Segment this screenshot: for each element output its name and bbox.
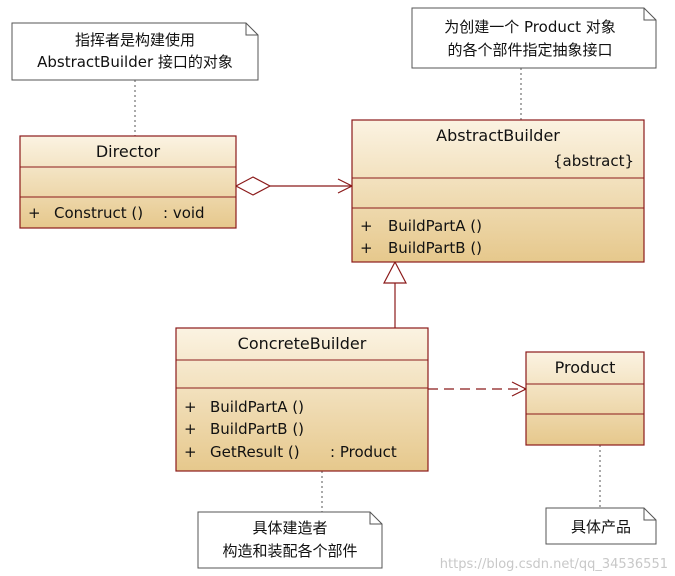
abstract-op-build-part-b: BuildPartB (): [388, 239, 482, 257]
abstract-op-build-part-a: BuildPartA (): [388, 217, 482, 235]
note-abstract-builder-line-2: 的各个部件指定抽象接口: [447, 41, 612, 59]
note-concrete-builder-line-1: 具体建造者: [252, 519, 327, 537]
class-director[interactable]: Director + Construct () : void: [19, 135, 237, 229]
concrete-op-get-result-return: : Product: [330, 443, 397, 461]
note-concrete-builder-line-2: 构造和装配各个部件: [222, 542, 357, 560]
note-abstract-builder-line-1: 为创建一个 Product 对象: [444, 18, 616, 36]
concrete-op-build-part-a: BuildPartA (): [210, 398, 304, 416]
concrete-op-1-visibility: +: [184, 398, 197, 416]
abstract-op-2-visibility: +: [360, 239, 373, 257]
watermark-text: https://blog.csdn.net/qq_34536551: [440, 557, 668, 572]
class-abstract-builder-name: AbstractBuilder: [436, 126, 560, 145]
note-abstract-builder: 为创建一个 Product 对象 的各个部件指定抽象接口: [411, 7, 657, 69]
director-op-return: : void: [163, 204, 205, 222]
relation-generalization: [383, 260, 407, 328]
note-director-line-2: AbstractBuilder 接口的对象: [37, 53, 233, 71]
note-product-line-1: 具体产品: [571, 518, 631, 536]
note-anchors: [134, 68, 601, 512]
note-concrete-builder: 具体建造者 构造和装配各个部件: [197, 511, 383, 569]
class-concrete-builder[interactable]: ConcreteBuilder + BuildPartA () + BuildP…: [175, 327, 429, 472]
concrete-op-build-part-b: BuildPartB (): [210, 420, 304, 438]
director-op-construct: Construct (): [54, 204, 143, 222]
concrete-op-2-visibility: +: [184, 420, 197, 438]
abstract-op-1-visibility: +: [360, 217, 373, 235]
note-director: 指挥者是构建使用 AbstractBuilder 接口的对象: [11, 22, 259, 81]
class-product[interactable]: Product: [525, 351, 645, 446]
generalization-triangle-icon: [383, 260, 407, 284]
note-director-line-1: 指挥者是构建使用: [75, 31, 195, 49]
concrete-op-get-result: GetResult (): [210, 443, 300, 461]
class-abstract-builder[interactable]: AbstractBuilder {abstract} + BuildPartA …: [351, 119, 645, 263]
relation-aggregation: [234, 176, 354, 196]
relation-dependency: [428, 381, 528, 397]
abstract-builder-stereotype: {abstract}: [553, 152, 634, 170]
class-concrete-builder-name: ConcreteBuilder: [238, 334, 367, 353]
aggregation-diamond-icon: [234, 176, 272, 196]
concrete-op-3-visibility: +: [184, 443, 197, 461]
class-product-name: Product: [555, 358, 616, 377]
note-product: 具体产品: [545, 507, 657, 545]
director-op-visibility: +: [28, 204, 41, 222]
class-director-name: Director: [96, 142, 161, 161]
